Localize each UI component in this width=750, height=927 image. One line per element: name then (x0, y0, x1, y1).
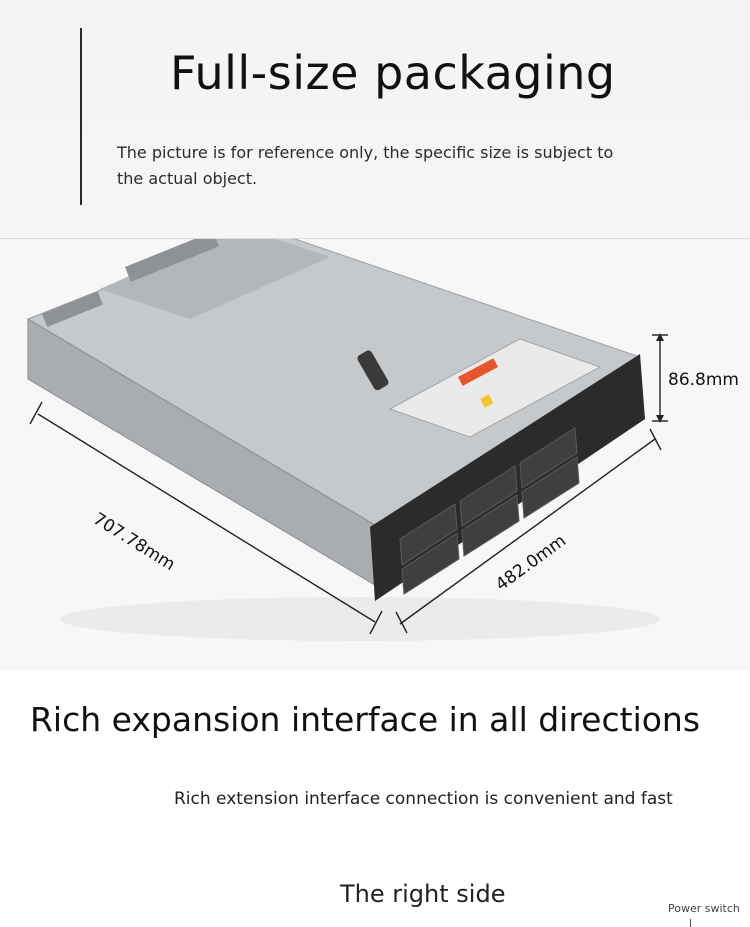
server-illustration (26, 239, 668, 641)
width-dimension-line (399, 438, 656, 625)
height-dimension-label: 86.8mm (668, 370, 739, 390)
drive-bay (401, 532, 460, 595)
server-label-caution (479, 394, 494, 408)
server-vent (42, 291, 103, 327)
expansion-subtitle: Rich extension interface connection is c… (174, 789, 673, 809)
server-shadow (60, 597, 660, 641)
page-title: Full-size packaging (170, 46, 616, 100)
power-switch-callout: Power switch (668, 902, 740, 915)
drive-bay (519, 427, 578, 489)
server-label-warning (458, 358, 499, 386)
arrow-head (656, 415, 664, 423)
server-latch (357, 350, 389, 391)
drive-bay (459, 465, 518, 527)
drive-bay (461, 494, 520, 557)
drive-bays (399, 427, 580, 595)
drive-bay (399, 503, 458, 566)
drive-bay (521, 456, 580, 519)
expansion-title: Rich expansion interface in all directio… (30, 700, 701, 739)
server-label (389, 338, 601, 438)
arrow-head (656, 333, 664, 341)
right-side-title: The right side (340, 880, 506, 908)
server-vent (125, 239, 220, 282)
product-image-section: 86.8mm 707.78mm 482.0mm (0, 239, 750, 670)
server-top-rear (100, 239, 330, 319)
hero-divider (80, 28, 82, 205)
hero-section: Full-size packaging The picture is for r… (0, 0, 750, 239)
hero-subtitle: The picture is for reference only, the s… (117, 143, 614, 188)
callout-pointer (690, 919, 691, 927)
length-dimension-line (37, 413, 376, 623)
